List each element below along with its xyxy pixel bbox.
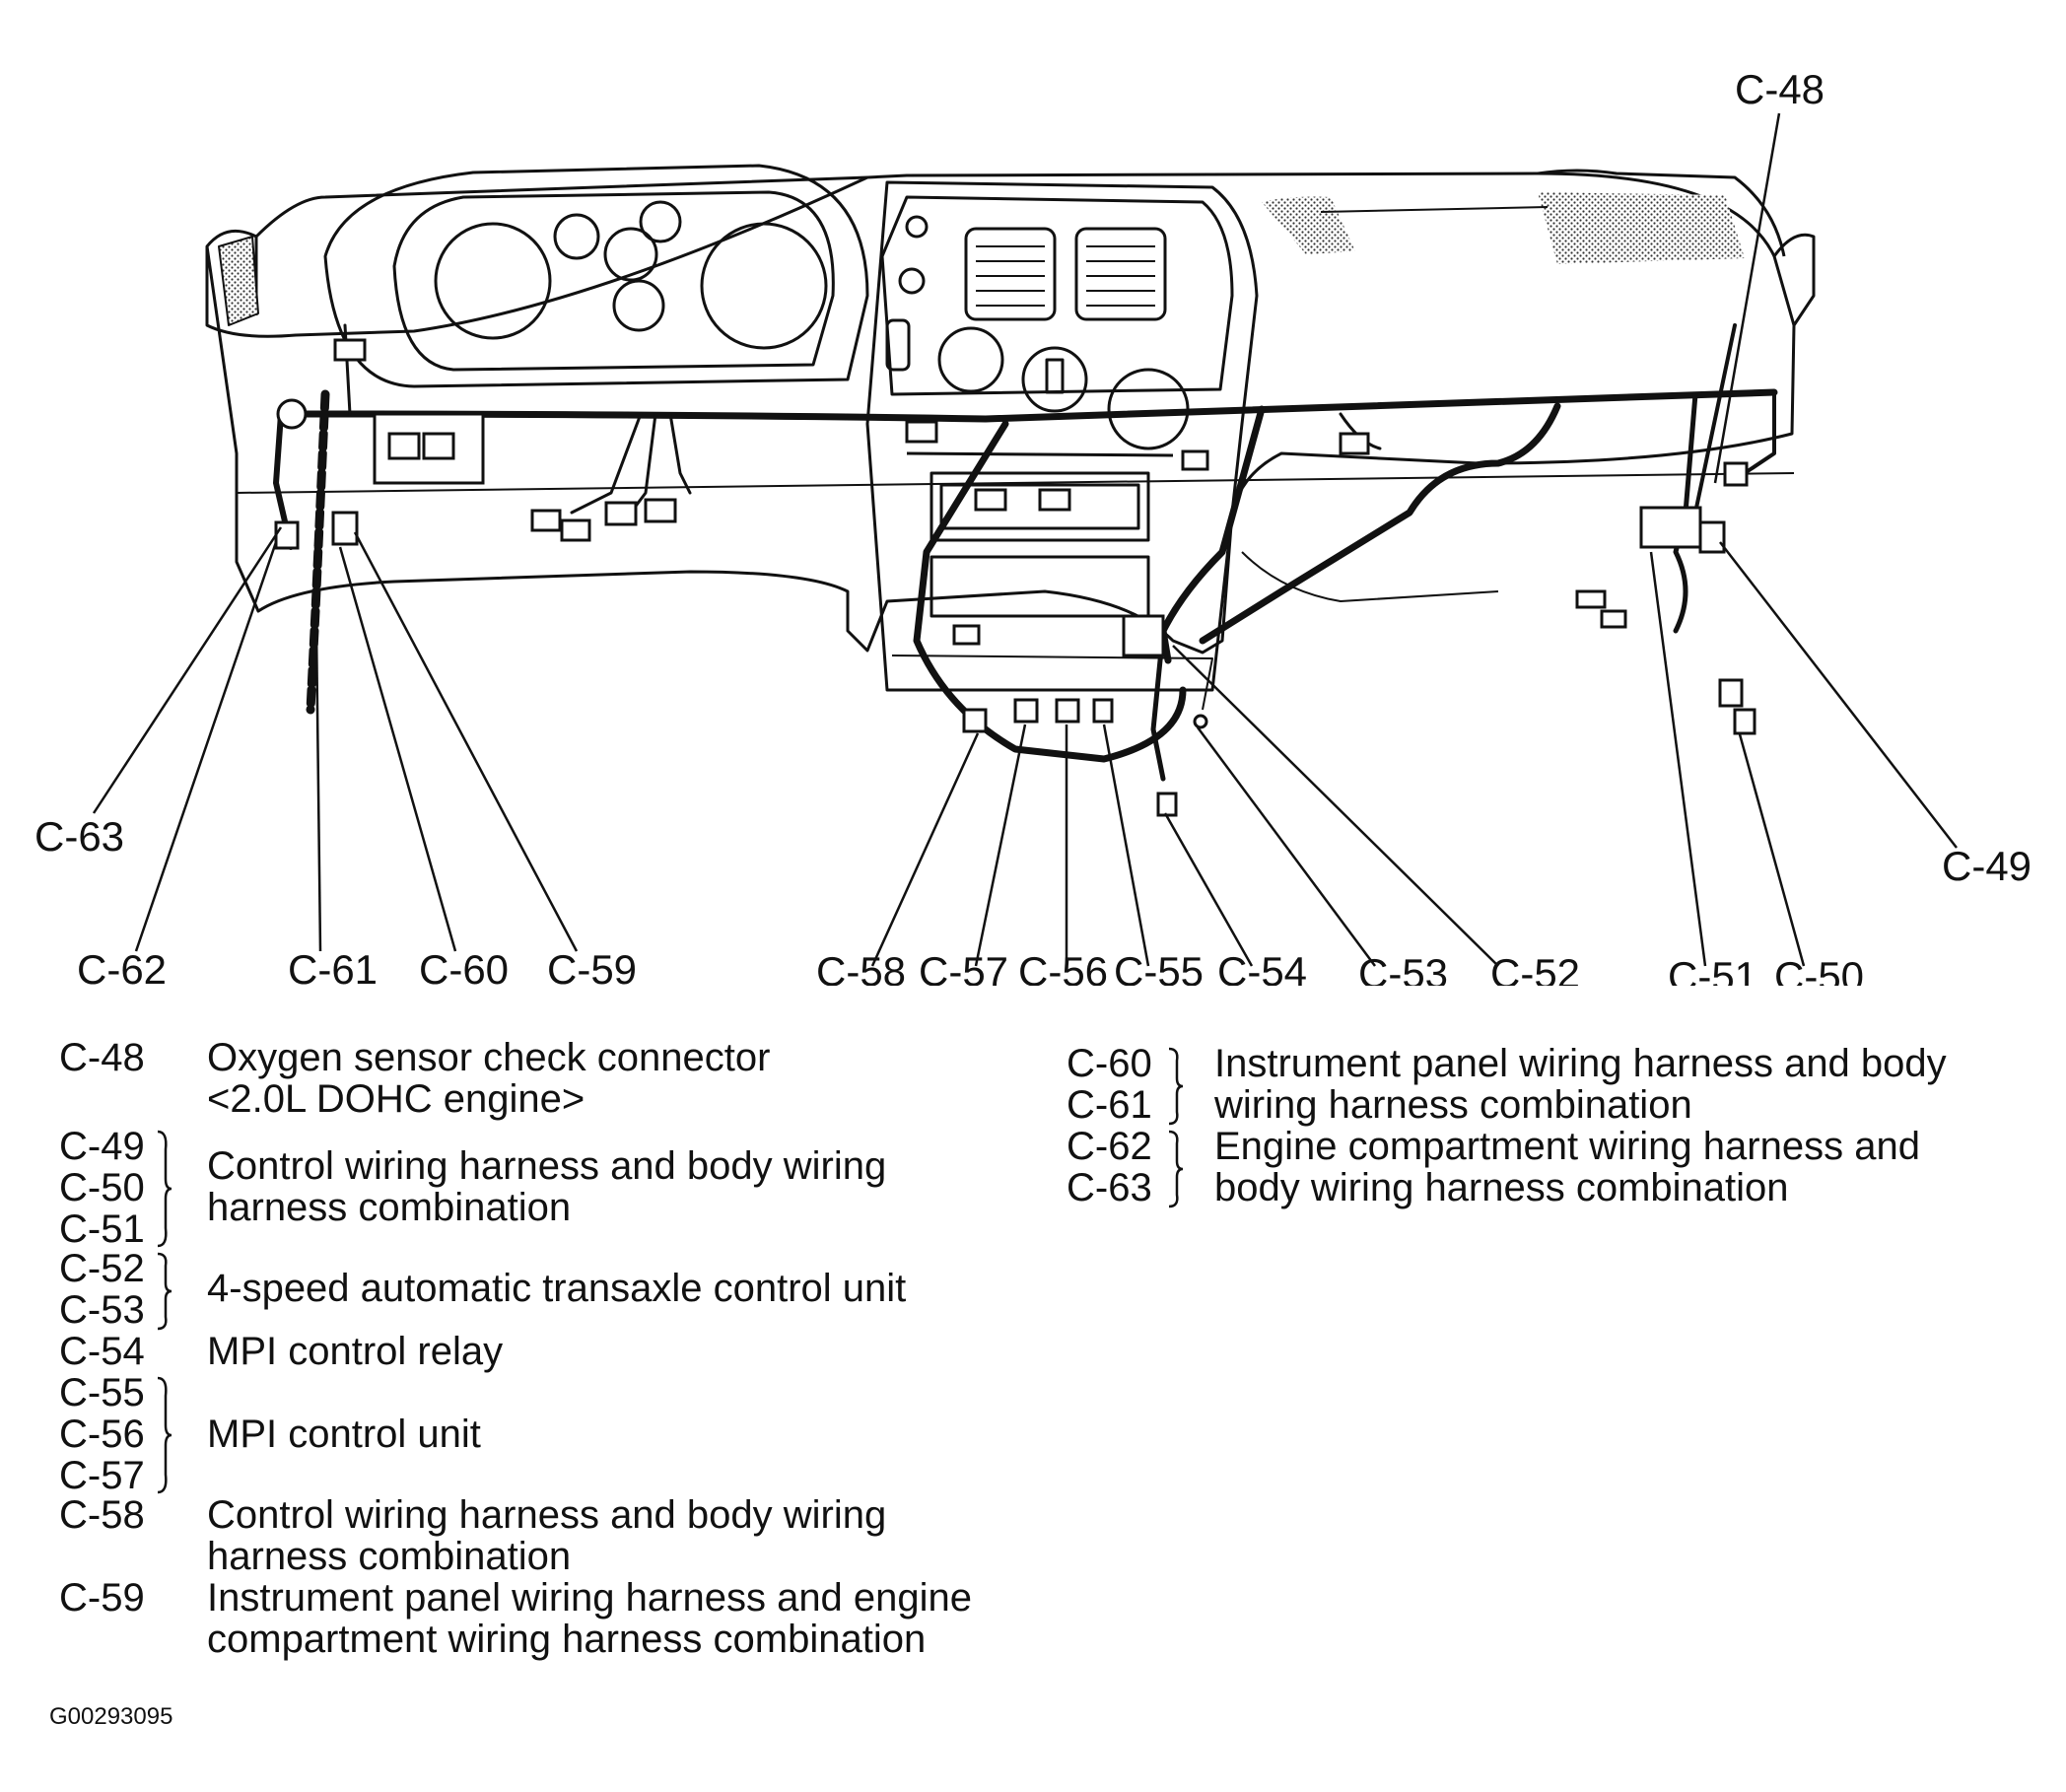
figure-reference-code: G00293095 bbox=[49, 1703, 173, 1730]
legend-description: Control wiring harness and body wiring h… bbox=[207, 1494, 886, 1577]
legend-desc-line: wiring harness combination bbox=[1214, 1083, 1692, 1127]
legend-desc-line: MPI control unit bbox=[207, 1413, 481, 1456]
callout-c55: C-55 bbox=[1114, 948, 1204, 986]
legend-code: C-48 bbox=[59, 1037, 168, 1078]
legend-description: 4-speed automatic transaxle control unit bbox=[207, 1268, 906, 1309]
legend-code-line: C-61 bbox=[1067, 1083, 1152, 1127]
callout-c48: C-48 bbox=[1735, 66, 1825, 112]
legend-code-line: C-49 bbox=[59, 1125, 145, 1168]
callout-c61: C-61 bbox=[288, 946, 378, 986]
legend-description: Engine compartment wiring harness and bo… bbox=[1214, 1126, 1920, 1208]
callout-c59: C-59 bbox=[547, 946, 637, 986]
callout-c49: C-49 bbox=[1942, 843, 2032, 889]
legend-description: Oxygen sensor check connector <2.0L DOHC… bbox=[207, 1037, 770, 1120]
legend-desc-line: Engine compartment wiring harness and bbox=[1214, 1125, 1920, 1168]
legend-desc-line: body wiring harness combination bbox=[1214, 1166, 1789, 1209]
leader-lines bbox=[92, 112, 1958, 967]
legend-code-line: C-59 bbox=[59, 1576, 145, 1620]
callout-c51: C-51 bbox=[1668, 953, 1757, 986]
legend-code: C-52 C-53 bbox=[59, 1248, 168, 1331]
legend-code-line: C-55 bbox=[59, 1371, 145, 1414]
legend-description: Instrument panel wiring harness and body… bbox=[1214, 1043, 1947, 1126]
legend-description: MPI control relay bbox=[207, 1331, 503, 1372]
legend-code-line: C-58 bbox=[59, 1493, 145, 1537]
dashboard-wiring-diagram: C-48 C-49 C-50 C-51 C-52 C-53 C-54 C-55 … bbox=[34, 66, 2032, 986]
legend-description: MPI control unit bbox=[207, 1413, 481, 1455]
legend-code-line: C-62 bbox=[1067, 1125, 1152, 1168]
callout-c52: C-52 bbox=[1490, 950, 1580, 986]
callout-c62: C-62 bbox=[77, 946, 167, 986]
legend-code-line: C-63 bbox=[1067, 1166, 1152, 1209]
legend-code: C-55 C-56 C-57 bbox=[59, 1372, 168, 1496]
legend-code: C-62 C-63 bbox=[1067, 1126, 1175, 1208]
legend-code-line: C-50 bbox=[59, 1166, 145, 1209]
callout-c57: C-57 bbox=[919, 948, 1008, 986]
legend-code: C-60 C-61 bbox=[1067, 1043, 1175, 1126]
legend-desc-line: Instrument panel wiring harness and engi… bbox=[207, 1576, 973, 1620]
legend-desc-line: Oxygen sensor check connector bbox=[207, 1036, 771, 1079]
legend-desc-line: Control wiring harness and body wiring bbox=[207, 1493, 887, 1537]
brace-icon bbox=[1168, 1047, 1184, 1126]
callout-c60: C-60 bbox=[419, 946, 509, 986]
callout-c50: C-50 bbox=[1774, 953, 1864, 986]
legend-code: C-54 bbox=[59, 1331, 168, 1372]
legend-code-line: C-51 bbox=[59, 1207, 145, 1251]
legend-code-line: C-52 bbox=[59, 1247, 145, 1290]
brace-icon bbox=[157, 1252, 172, 1331]
callout-c58: C-58 bbox=[816, 948, 906, 986]
brace-icon bbox=[157, 1376, 172, 1494]
legend-desc-line: compartment wiring harness combination bbox=[207, 1618, 927, 1661]
legend-description: Instrument panel wiring harness and engi… bbox=[207, 1577, 972, 1660]
callout-c56: C-56 bbox=[1018, 948, 1108, 986]
callout-c63: C-63 bbox=[34, 813, 124, 860]
legend-code-line: C-54 bbox=[59, 1330, 145, 1373]
legend-desc-line: <2.0L DOHC engine> bbox=[207, 1077, 585, 1121]
legend-code-line: C-56 bbox=[59, 1413, 145, 1456]
legend-code: C-59 bbox=[59, 1577, 168, 1619]
callout-labels: C-48 C-49 C-50 C-51 C-52 C-53 C-54 C-55 … bbox=[34, 66, 2032, 986]
callout-c53: C-53 bbox=[1358, 950, 1448, 986]
legend-code: C-58 bbox=[59, 1494, 168, 1536]
legend-desc-line: Instrument panel wiring harness and body bbox=[1214, 1042, 1947, 1085]
legend-desc-line: MPI control relay bbox=[207, 1330, 504, 1373]
legend-desc-line: harness combination bbox=[207, 1186, 572, 1229]
legend-desc-line: harness combination bbox=[207, 1535, 572, 1578]
legend-desc-line: Control wiring harness and body wiring bbox=[207, 1144, 887, 1188]
brace-icon bbox=[1168, 1130, 1184, 1208]
legend-code-line: C-57 bbox=[59, 1454, 145, 1497]
legend-code-line: C-48 bbox=[59, 1036, 145, 1079]
legend-code: C-49 C-50 C-51 bbox=[59, 1126, 168, 1250]
brace-icon bbox=[157, 1130, 172, 1248]
legend-desc-line: 4-speed automatic transaxle control unit bbox=[207, 1267, 907, 1310]
callout-c54: C-54 bbox=[1217, 948, 1307, 986]
legend-description: Control wiring harness and body wiring h… bbox=[207, 1145, 886, 1228]
legend-code-line: C-60 bbox=[1067, 1042, 1152, 1085]
legend-code-line: C-53 bbox=[59, 1288, 145, 1332]
